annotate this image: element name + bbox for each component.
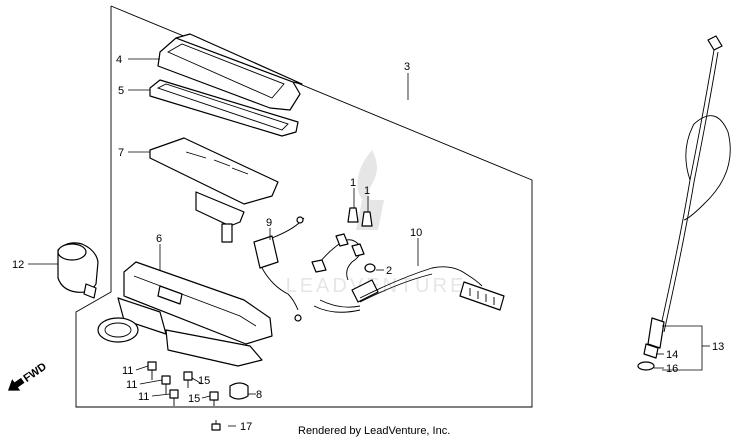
fasteners	[147, 361, 249, 431]
callout-15a: 15	[198, 375, 210, 387]
callout-7: 7	[118, 147, 124, 159]
part-4-meter-cover	[157, 33, 303, 111]
callout-16: 16	[666, 363, 678, 375]
part-6-meter-case	[97, 261, 273, 367]
callout-9: 9	[266, 217, 272, 229]
callout-11a: 11	[122, 365, 133, 377]
callout-17: 17	[240, 421, 252, 433]
callout-labels: 4 5 7 6 12 9 1 1 2 10 3 11 11 11 15 15 8…	[12, 54, 724, 433]
speedometer-cable	[637, 35, 731, 371]
watermark-logo: LEADVENTURE	[286, 150, 467, 297]
callout-14: 14	[666, 349, 678, 361]
callout-1a: 1	[350, 177, 356, 189]
render-credit: Rendered by LeadVenture, Inc.	[298, 425, 451, 437]
callout-8: 8	[256, 389, 262, 401]
watermark-text: LEADVENTURE	[286, 275, 467, 297]
callout-11c: 11	[138, 391, 149, 403]
assembly-bracket	[75, 5, 533, 408]
leader-lines	[28, 58, 710, 427]
callout-6: 6	[156, 233, 162, 245]
callout-4: 4	[116, 54, 122, 66]
part-5-gasket	[149, 79, 299, 137]
callout-1b: 1	[364, 185, 370, 197]
callout-13: 13	[712, 341, 724, 353]
part-9-wire-sub	[253, 216, 305, 322]
part-12-indicator	[57, 242, 99, 299]
fwd-arrow-icon	[7, 377, 25, 391]
callout-10: 10	[410, 227, 422, 239]
callout-12: 12	[12, 259, 24, 271]
callout-11b: 11	[126, 379, 137, 391]
callout-2: 2	[386, 265, 392, 277]
part-7-meter-panel	[149, 137, 279, 243]
callout-3: 3	[404, 61, 410, 73]
fwd-direction-arrow: FWD	[7, 361, 49, 391]
fwd-label: FWD	[21, 361, 48, 385]
callout-15b: 15	[188, 393, 200, 405]
part-2-socket	[364, 263, 376, 273]
callout-5: 5	[118, 85, 124, 97]
part-10-harness	[311, 233, 505, 313]
